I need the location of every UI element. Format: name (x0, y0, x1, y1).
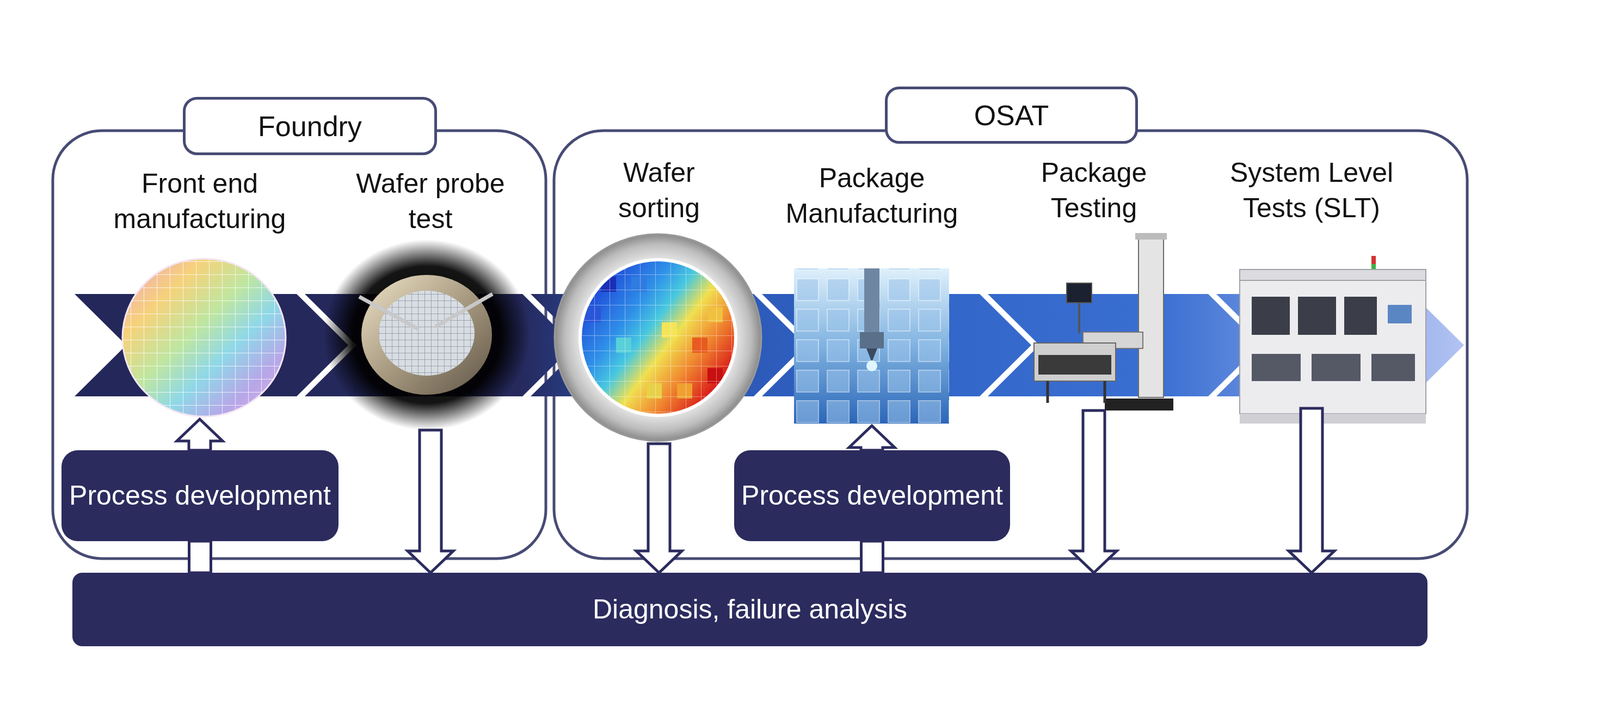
window (1344, 296, 1377, 335)
stage-heading: Wafer probe test (343, 165, 518, 237)
leg (1046, 380, 1050, 403)
hollow-arrow (407, 429, 454, 573)
stage-heading: System Level Tests (SLT) (1202, 155, 1421, 226)
analysis-bar: Diagnosis, failure analysis (72, 572, 1428, 646)
beacon (1371, 255, 1376, 264)
hollow-arrow (861, 540, 884, 573)
slt-system-image (1239, 255, 1426, 424)
handler-body (1034, 342, 1116, 381)
handler-front (1038, 354, 1112, 375)
analysis-label: Diagnosis, failure analysis (592, 591, 908, 627)
test-handler-image (1034, 232, 1174, 411)
stage-heading: Wafer sorting (604, 155, 714, 226)
nozzle-tip (866, 348, 878, 362)
wafer-image (119, 255, 289, 420)
foundry-group: FoundryFront end manufacturingWafer prob… (52, 130, 546, 559)
nozzle-glow (866, 360, 878, 372)
stage: Front end manufacturing (80, 165, 320, 420)
stage: Package Manufacturing (752, 160, 992, 426)
wafer-dies (119, 255, 289, 420)
osat-outline (554, 130, 1468, 559)
hollow-arrow (176, 419, 223, 451)
stage: Wafer sorting (561, 155, 758, 444)
hollow-arrow (636, 443, 682, 573)
hollow-arrow (1288, 408, 1335, 573)
process-box: Process development (734, 450, 1011, 541)
wafer-map-cells (576, 250, 752, 425)
stage: System Level Tests (SLT) (1191, 155, 1432, 409)
wafer-ring (554, 234, 762, 441)
foundry-outline (52, 130, 546, 559)
tower (1138, 234, 1164, 398)
group-outlines (52, 130, 1468, 559)
monitor-stand (1078, 302, 1081, 334)
nozzle-head (859, 331, 884, 349)
vignette (323, 239, 531, 430)
nozzle (864, 268, 880, 334)
stage: Package Testing (1012, 155, 1176, 411)
hollow-arrow (1071, 410, 1117, 573)
chevron (987, 293, 1260, 397)
probe-needle (359, 296, 420, 330)
packaging-image (794, 268, 950, 424)
leg (1103, 380, 1107, 403)
monitor (1066, 282, 1092, 303)
probed-dies (375, 288, 479, 379)
cabinet-top (1239, 269, 1426, 281)
chip-array (794, 268, 950, 424)
process-label: Process development (69, 477, 331, 514)
cabinet-base (1239, 413, 1426, 424)
wafer-rim (122, 258, 286, 417)
photo-ground (794, 268, 950, 424)
hollow-arrow (848, 425, 895, 451)
stage-heading: Front end manufacturing (85, 165, 315, 237)
osat-group: OSATWafer sortingPackage ManufacturingPa… (554, 130, 1468, 559)
group-label: Foundry (182, 96, 438, 156)
chuck (361, 274, 492, 395)
process-label: Process development (741, 477, 1003, 514)
window (1251, 296, 1290, 335)
stage: Wafer probe test (329, 165, 532, 430)
drawer (1251, 353, 1301, 381)
hollow-arrow (189, 540, 212, 573)
tower-cap (1135, 232, 1167, 240)
process-box: Process development (61, 450, 339, 541)
probe-station-image (323, 239, 531, 430)
stage-heading: Package Manufacturing (762, 160, 981, 232)
window (1297, 296, 1337, 335)
stage-heading: Package Testing (1017, 155, 1171, 226)
base (1104, 398, 1174, 411)
group-label: OSAT (884, 86, 1138, 144)
probe-needle (435, 293, 493, 327)
wafer-map-image (554, 234, 762, 441)
cabinet (1239, 280, 1426, 414)
drawer (1311, 353, 1361, 381)
screen (1387, 304, 1412, 324)
drawer (1371, 353, 1415, 381)
